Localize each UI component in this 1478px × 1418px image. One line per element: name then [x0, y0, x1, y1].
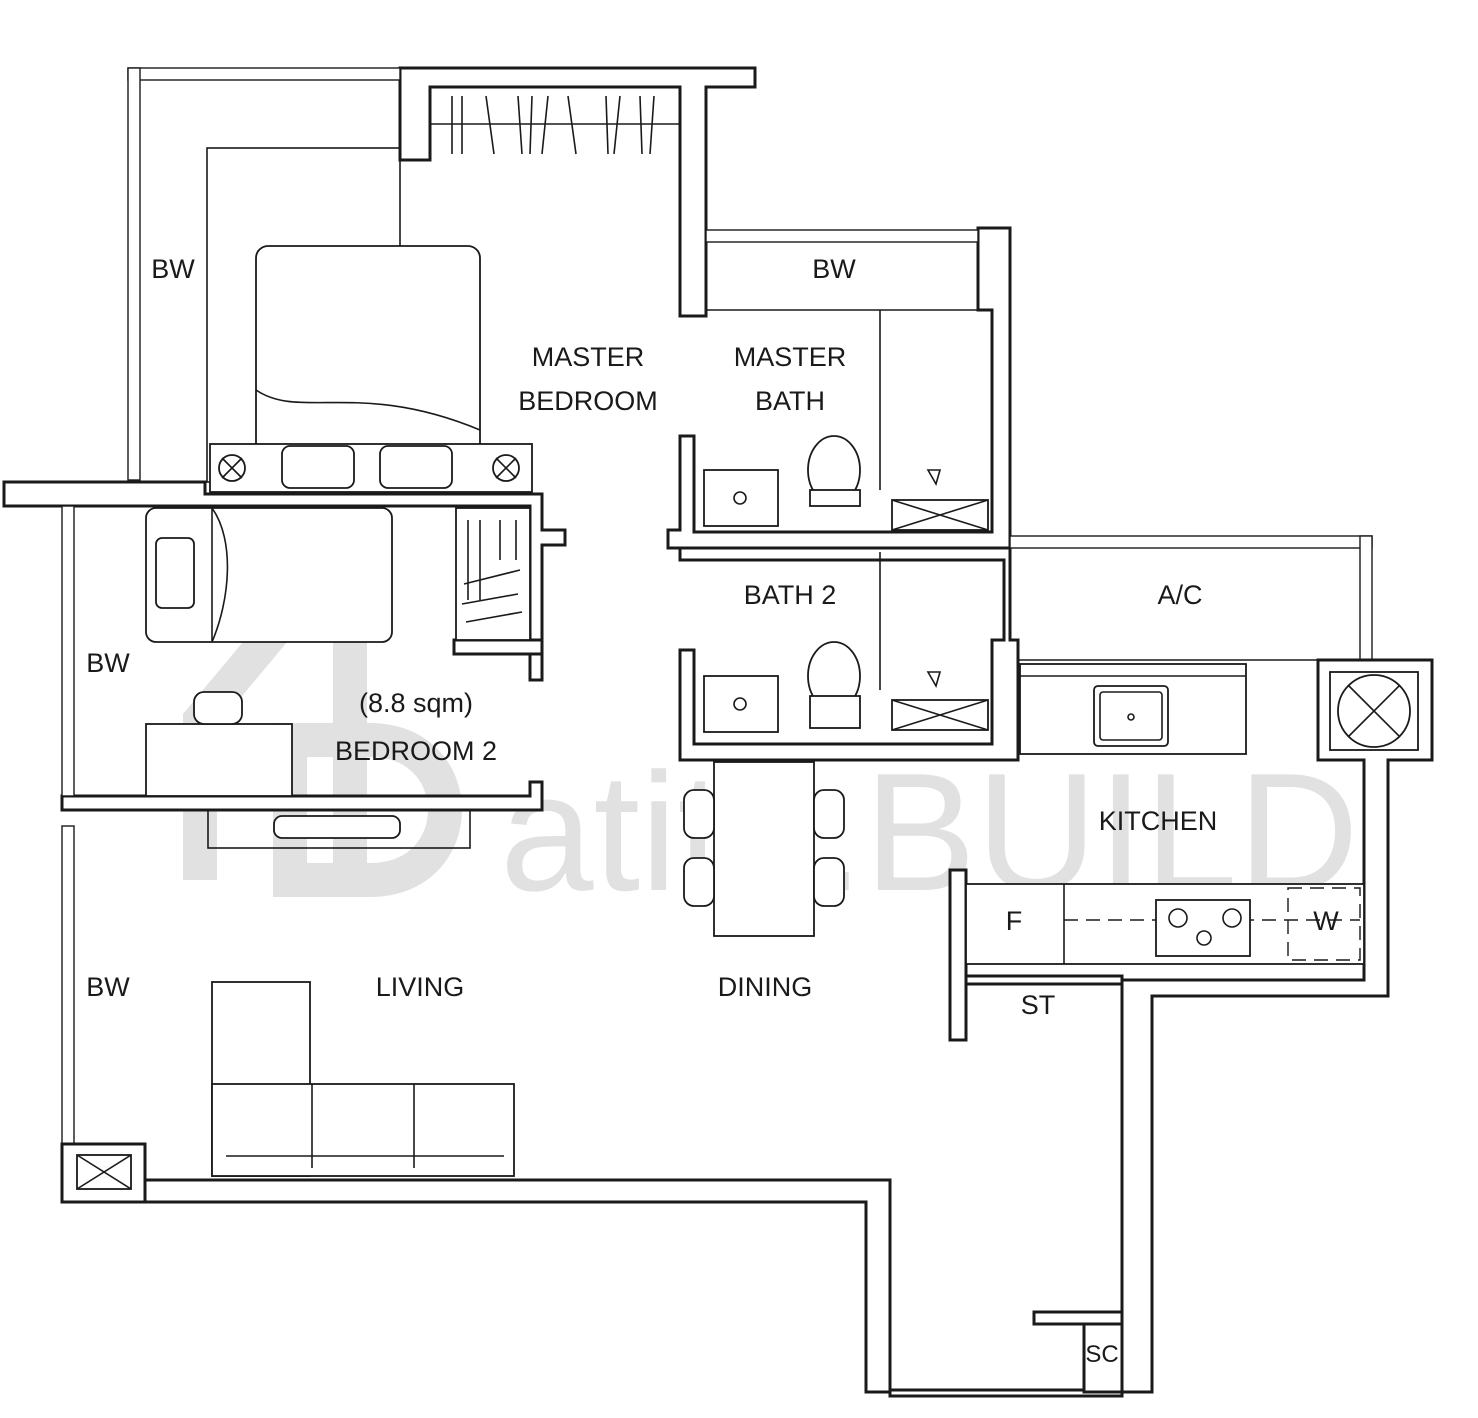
- window-bedroom2: [61, 505, 75, 797]
- label-dining: DINING: [718, 972, 813, 1002]
- label-store: ST: [1021, 990, 1056, 1020]
- lamp-icon-left: [218, 454, 246, 482]
- label-master-bedroom-2: BEDROOM: [518, 386, 658, 416]
- window-master-top: [127, 67, 401, 81]
- wall-bedroom2-living: [60, 780, 544, 812]
- master-bed-blanket: [255, 389, 481, 431]
- label-fridge: F: [1006, 906, 1023, 936]
- wall-bedroom2-wardrobe: [452, 638, 544, 656]
- sofa: [211, 1083, 515, 1177]
- wall-store-top: [964, 974, 1124, 986]
- wall-bath2: [678, 546, 1020, 762]
- duct-cross: [76, 1154, 132, 1190]
- dining-furniture: [683, 761, 845, 937]
- bedroom2-pillow: [155, 537, 195, 609]
- wall-master-top: [398, 66, 757, 318]
- kitchen-sink-icon: [1093, 685, 1169, 747]
- bath2-toilet-tank: [809, 695, 861, 729]
- bedroom2-chair: [193, 691, 243, 725]
- master-bath-vanity: [703, 469, 779, 527]
- label-shelter: SC: [1085, 1341, 1118, 1368]
- bedroom2-blanket: [211, 507, 229, 643]
- master-pillow-left: [281, 445, 355, 489]
- label-washer: W: [1313, 906, 1339, 936]
- wall-kitchen-left: [948, 868, 968, 1042]
- window-living: [61, 825, 75, 1145]
- lamp-icon-right: [492, 454, 520, 482]
- ac-ledge-right: [1359, 535, 1373, 661]
- wall-living-bottom: [60, 1142, 892, 1394]
- kitchen-fixtures: [965, 663, 1365, 965]
- tv-console: [207, 809, 471, 849]
- master-bath-toilet-tank: [809, 489, 861, 507]
- label-bedroom2-area: (8.8 sqm): [359, 688, 473, 718]
- exhaust-fan-cross: [1347, 684, 1401, 738]
- label-bw-master: BW: [151, 254, 195, 284]
- dining-table: [713, 761, 815, 937]
- label-master-bedroom-1: MASTER: [532, 342, 645, 372]
- living-furniture: [207, 809, 515, 1177]
- hob-burner-icon-1: [1168, 908, 1188, 928]
- washer-space: [1287, 887, 1361, 961]
- room-labels: BW MASTER BEDROOM BW MASTER BATH BATH 2 …: [86, 254, 1339, 1368]
- bath2-vanity: [703, 675, 779, 733]
- window-master-bath: [705, 229, 979, 243]
- bedroom2-bed: [145, 507, 393, 643]
- master-headboard: [209, 443, 533, 493]
- master-pillow-right: [379, 445, 453, 489]
- master-wardrobe: [430, 95, 680, 155]
- label-bedroom2: BEDROOM 2: [335, 736, 497, 766]
- bedroom2-wardrobe: [455, 507, 531, 641]
- master-bath-fixtures: [703, 310, 989, 531]
- dining-chair-3: [813, 789, 845, 839]
- label-bw-bedroom2: BW: [86, 648, 130, 678]
- wall-master-bedroom2: [2, 480, 567, 682]
- label-kitchen: KITCHEN: [1099, 806, 1218, 836]
- hob-burner-icon-2: [1222, 908, 1242, 928]
- tv-icon: [273, 815, 401, 839]
- ac-ledge-top: [1009, 535, 1373, 549]
- master-bath-shower-icon: [926, 469, 942, 487]
- master-bath-basin-icon: [733, 491, 747, 505]
- bath2-fixtures: [703, 552, 989, 733]
- label-ac: A/C: [1157, 580, 1202, 610]
- label-master-bath-2: BATH: [755, 386, 825, 416]
- kitchen-hob: [1155, 899, 1251, 957]
- label-master-bath-1: MASTER: [734, 342, 847, 372]
- bath2-shower-icon: [926, 671, 942, 689]
- master-bedroom-furniture: [206, 95, 680, 493]
- window-master-left: [127, 67, 141, 481]
- label-bw-top: BW: [812, 254, 856, 284]
- bedroom2-furniture: [145, 507, 531, 797]
- dining-chair-2: [683, 857, 715, 907]
- hob-burner-icon-3: [1196, 930, 1212, 946]
- label-living: LIVING: [376, 972, 465, 1002]
- label-bath2: BATH 2: [744, 580, 837, 610]
- dining-chair-4: [813, 857, 845, 907]
- bedroom2-desk: [145, 723, 293, 797]
- bath2-basin-icon: [733, 697, 747, 711]
- walls: [2, 66, 1434, 1398]
- dining-chair-1: [683, 789, 715, 839]
- label-bw-living: BW: [86, 972, 130, 1002]
